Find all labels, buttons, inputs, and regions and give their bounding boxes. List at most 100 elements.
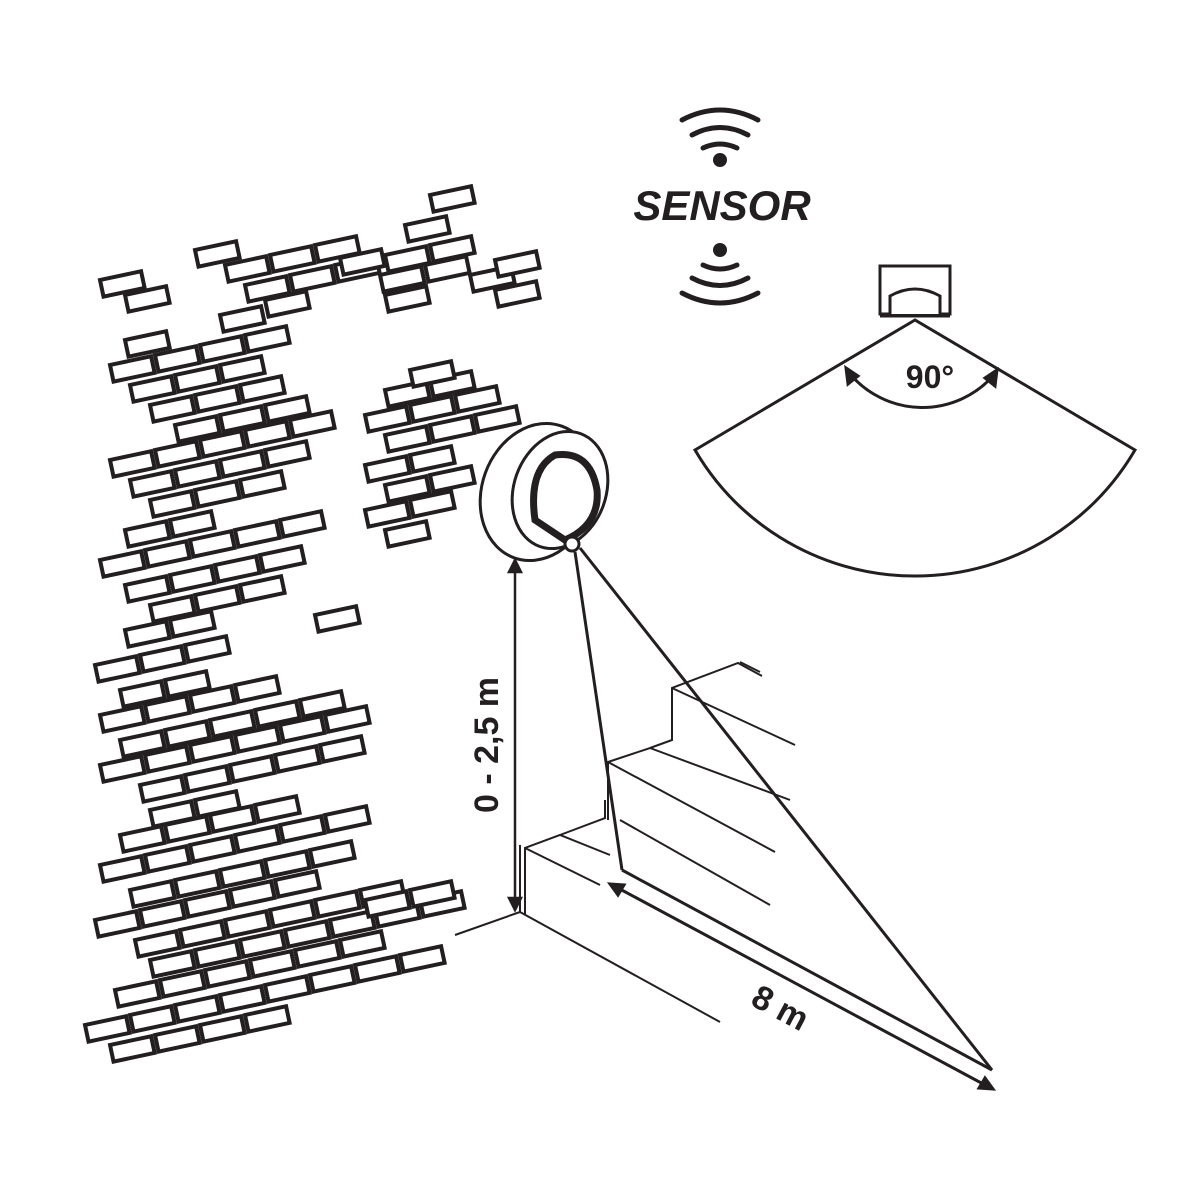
brick <box>197 1013 247 1045</box>
brick <box>177 918 227 950</box>
brick <box>92 908 142 940</box>
brick <box>122 328 172 360</box>
brick-wall <box>82 183 542 1065</box>
brick <box>492 278 542 310</box>
brick <box>137 898 187 930</box>
sensor-top-view-icon <box>878 264 952 318</box>
brick <box>422 253 472 285</box>
brick <box>167 608 217 640</box>
brick <box>277 813 327 845</box>
brick <box>237 928 287 960</box>
brick <box>257 543 307 575</box>
brick <box>217 303 267 335</box>
brick <box>322 703 372 735</box>
brick <box>142 693 192 725</box>
brick <box>407 488 457 520</box>
brick <box>97 703 147 735</box>
brick <box>337 928 387 960</box>
brick <box>122 518 172 550</box>
brick <box>397 943 447 975</box>
brick <box>352 953 402 985</box>
signal-waves-top-icon <box>679 107 761 151</box>
brick <box>127 468 177 500</box>
brick <box>122 618 172 650</box>
signal-dot-top-icon <box>713 153 727 167</box>
brick <box>187 528 237 560</box>
brick <box>172 868 222 900</box>
brick <box>427 413 477 445</box>
brick <box>182 763 232 795</box>
brick <box>187 833 237 865</box>
brick <box>127 878 177 910</box>
brick <box>122 283 172 315</box>
brick <box>117 823 167 855</box>
brick <box>272 743 322 775</box>
brick <box>117 728 167 760</box>
brick <box>312 603 362 635</box>
height-label: 0 - 2,5 m <box>468 677 506 813</box>
distance-arrow <box>606 882 997 1091</box>
brick <box>492 248 542 280</box>
brick <box>182 888 232 920</box>
brick <box>242 323 292 355</box>
brick <box>162 668 212 700</box>
signal-waves-bottom-icon <box>679 262 761 306</box>
brick <box>407 878 457 910</box>
brick <box>132 928 182 960</box>
brick <box>172 458 222 490</box>
brick <box>322 803 372 835</box>
brick <box>402 213 452 245</box>
brick <box>282 918 332 950</box>
brick <box>137 773 187 805</box>
angle-label: 90° <box>906 359 954 395</box>
brick <box>117 678 167 710</box>
brick <box>362 498 412 530</box>
brick <box>407 393 457 425</box>
brick <box>107 448 157 480</box>
brick <box>162 718 212 750</box>
brick <box>472 403 522 435</box>
brick <box>192 383 242 415</box>
brick <box>142 538 192 570</box>
detection-fan <box>692 318 1138 578</box>
angle-arrow <box>844 364 999 409</box>
brick <box>267 243 317 275</box>
brick <box>277 508 327 540</box>
brick <box>232 723 282 755</box>
brick <box>242 418 292 450</box>
brick <box>362 403 412 435</box>
brick <box>382 423 432 455</box>
brick <box>82 1013 132 1045</box>
brick <box>222 253 272 285</box>
brick <box>452 383 502 415</box>
brick <box>147 948 197 980</box>
detection-cone <box>573 547 994 1072</box>
brick <box>262 848 312 880</box>
brick <box>262 973 312 1005</box>
brick <box>252 698 302 730</box>
brick <box>407 358 457 390</box>
brick <box>137 643 187 675</box>
brick <box>252 793 302 825</box>
brick <box>262 393 312 425</box>
brick <box>262 438 312 470</box>
brick <box>162 813 212 845</box>
brick <box>192 938 242 970</box>
brick <box>427 183 477 215</box>
brick <box>337 246 387 278</box>
sensor-title: SENSOR <box>633 182 811 229</box>
brick <box>232 673 282 705</box>
brick <box>127 373 177 405</box>
brick <box>382 473 432 505</box>
brick <box>382 518 432 550</box>
brick <box>187 683 237 715</box>
brick <box>227 753 277 785</box>
brick <box>327 908 377 940</box>
room-corner <box>454 845 721 1023</box>
brick <box>192 583 242 615</box>
brick <box>212 553 262 585</box>
brick <box>427 463 477 495</box>
brick <box>147 488 197 520</box>
